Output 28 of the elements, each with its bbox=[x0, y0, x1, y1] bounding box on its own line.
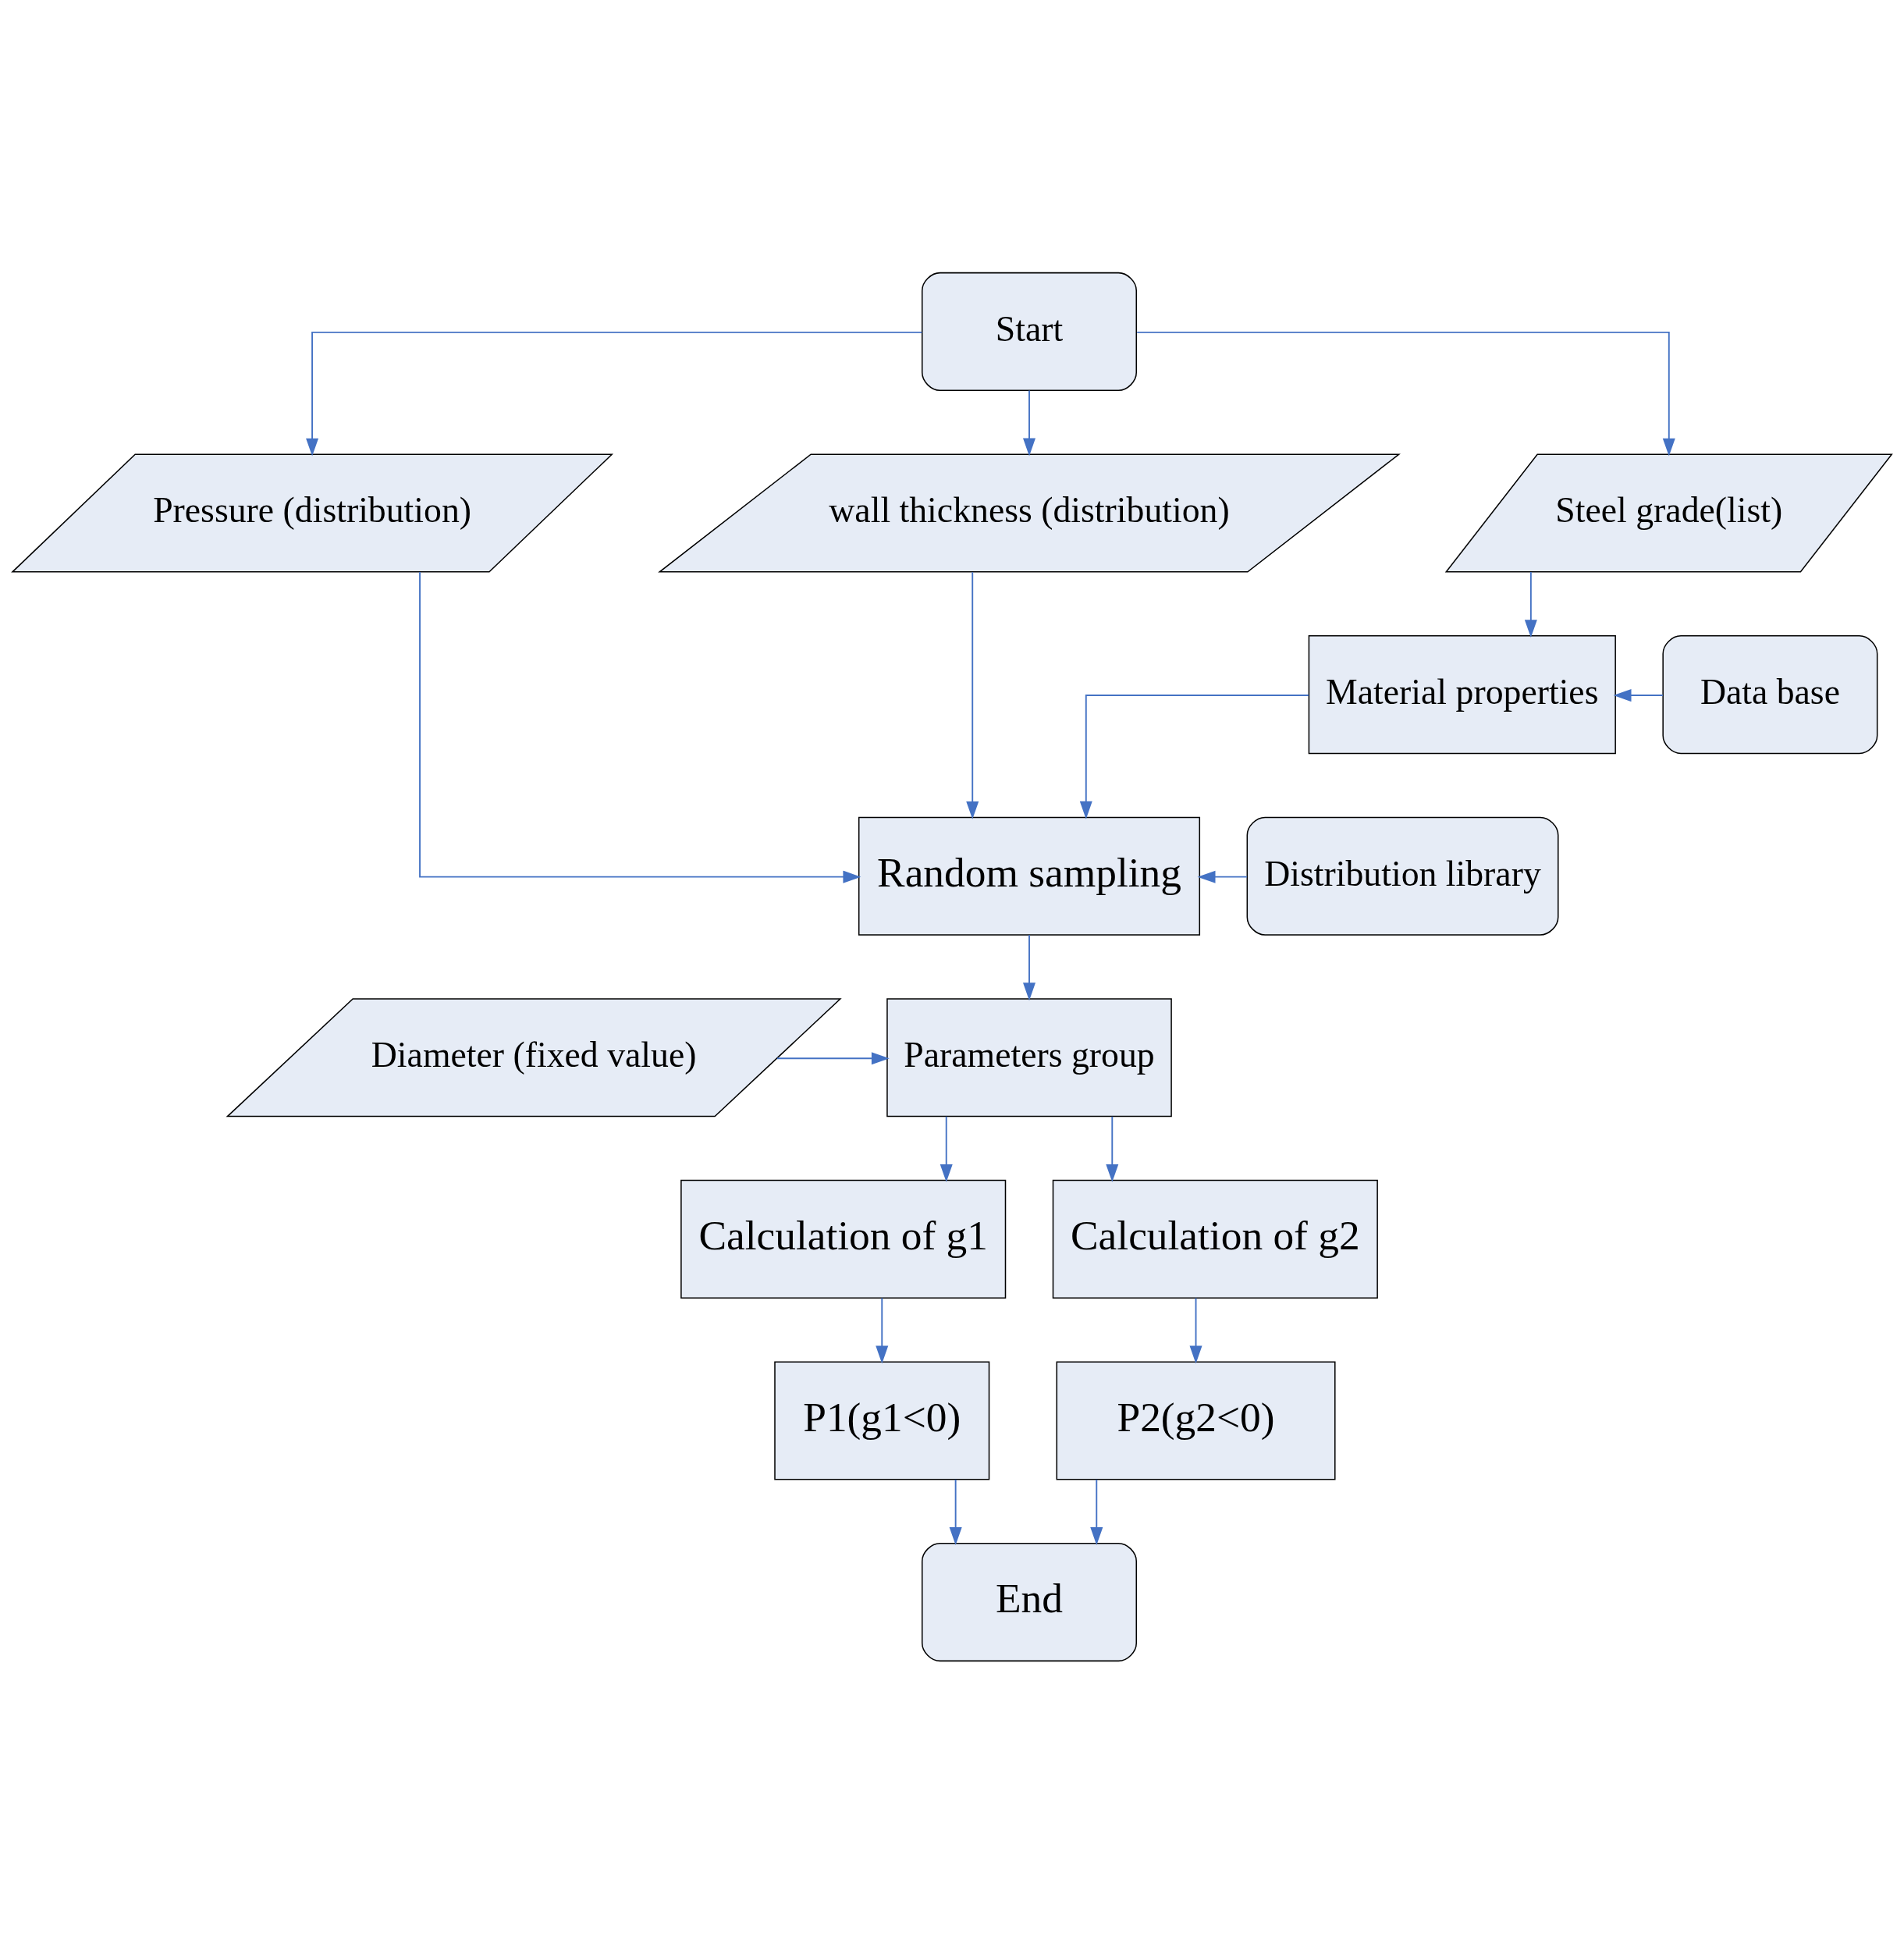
node-box: End bbox=[921, 1542, 1138, 1661]
arrow bbox=[1524, 570, 1537, 638]
node-box: Calculation of g2 bbox=[1052, 1179, 1378, 1299]
node-box: Random sampling bbox=[858, 816, 1201, 936]
arrow bbox=[949, 1478, 962, 1545]
arrow bbox=[1189, 1296, 1202, 1363]
arrow bbox=[306, 331, 923, 457]
arrow bbox=[876, 1296, 889, 1363]
node-box: Parameters group bbox=[886, 997, 1172, 1117]
node-box: Start bbox=[921, 272, 1138, 391]
arrow bbox=[1023, 389, 1036, 456]
arrow bbox=[1079, 694, 1309, 819]
arrow bbox=[1090, 1478, 1103, 1545]
node-box: Distribution library bbox=[1246, 816, 1559, 936]
arrow bbox=[1106, 1115, 1119, 1182]
node-box: Calculation of g1 bbox=[680, 1179, 1007, 1299]
arrow bbox=[1197, 870, 1248, 883]
arrow bbox=[1613, 688, 1664, 702]
arrow bbox=[419, 570, 861, 883]
node-box: Material properties bbox=[1308, 634, 1616, 754]
arrow bbox=[1023, 933, 1036, 1000]
node-box: P1(g1<0) bbox=[774, 1360, 990, 1480]
node-box: P2(g2<0) bbox=[1056, 1360, 1336, 1480]
arrow bbox=[940, 1115, 953, 1182]
arrow bbox=[1136, 331, 1675, 457]
arrow bbox=[776, 1051, 890, 1064]
arrow bbox=[966, 570, 979, 819]
node-box: Data base bbox=[1662, 634, 1878, 754]
